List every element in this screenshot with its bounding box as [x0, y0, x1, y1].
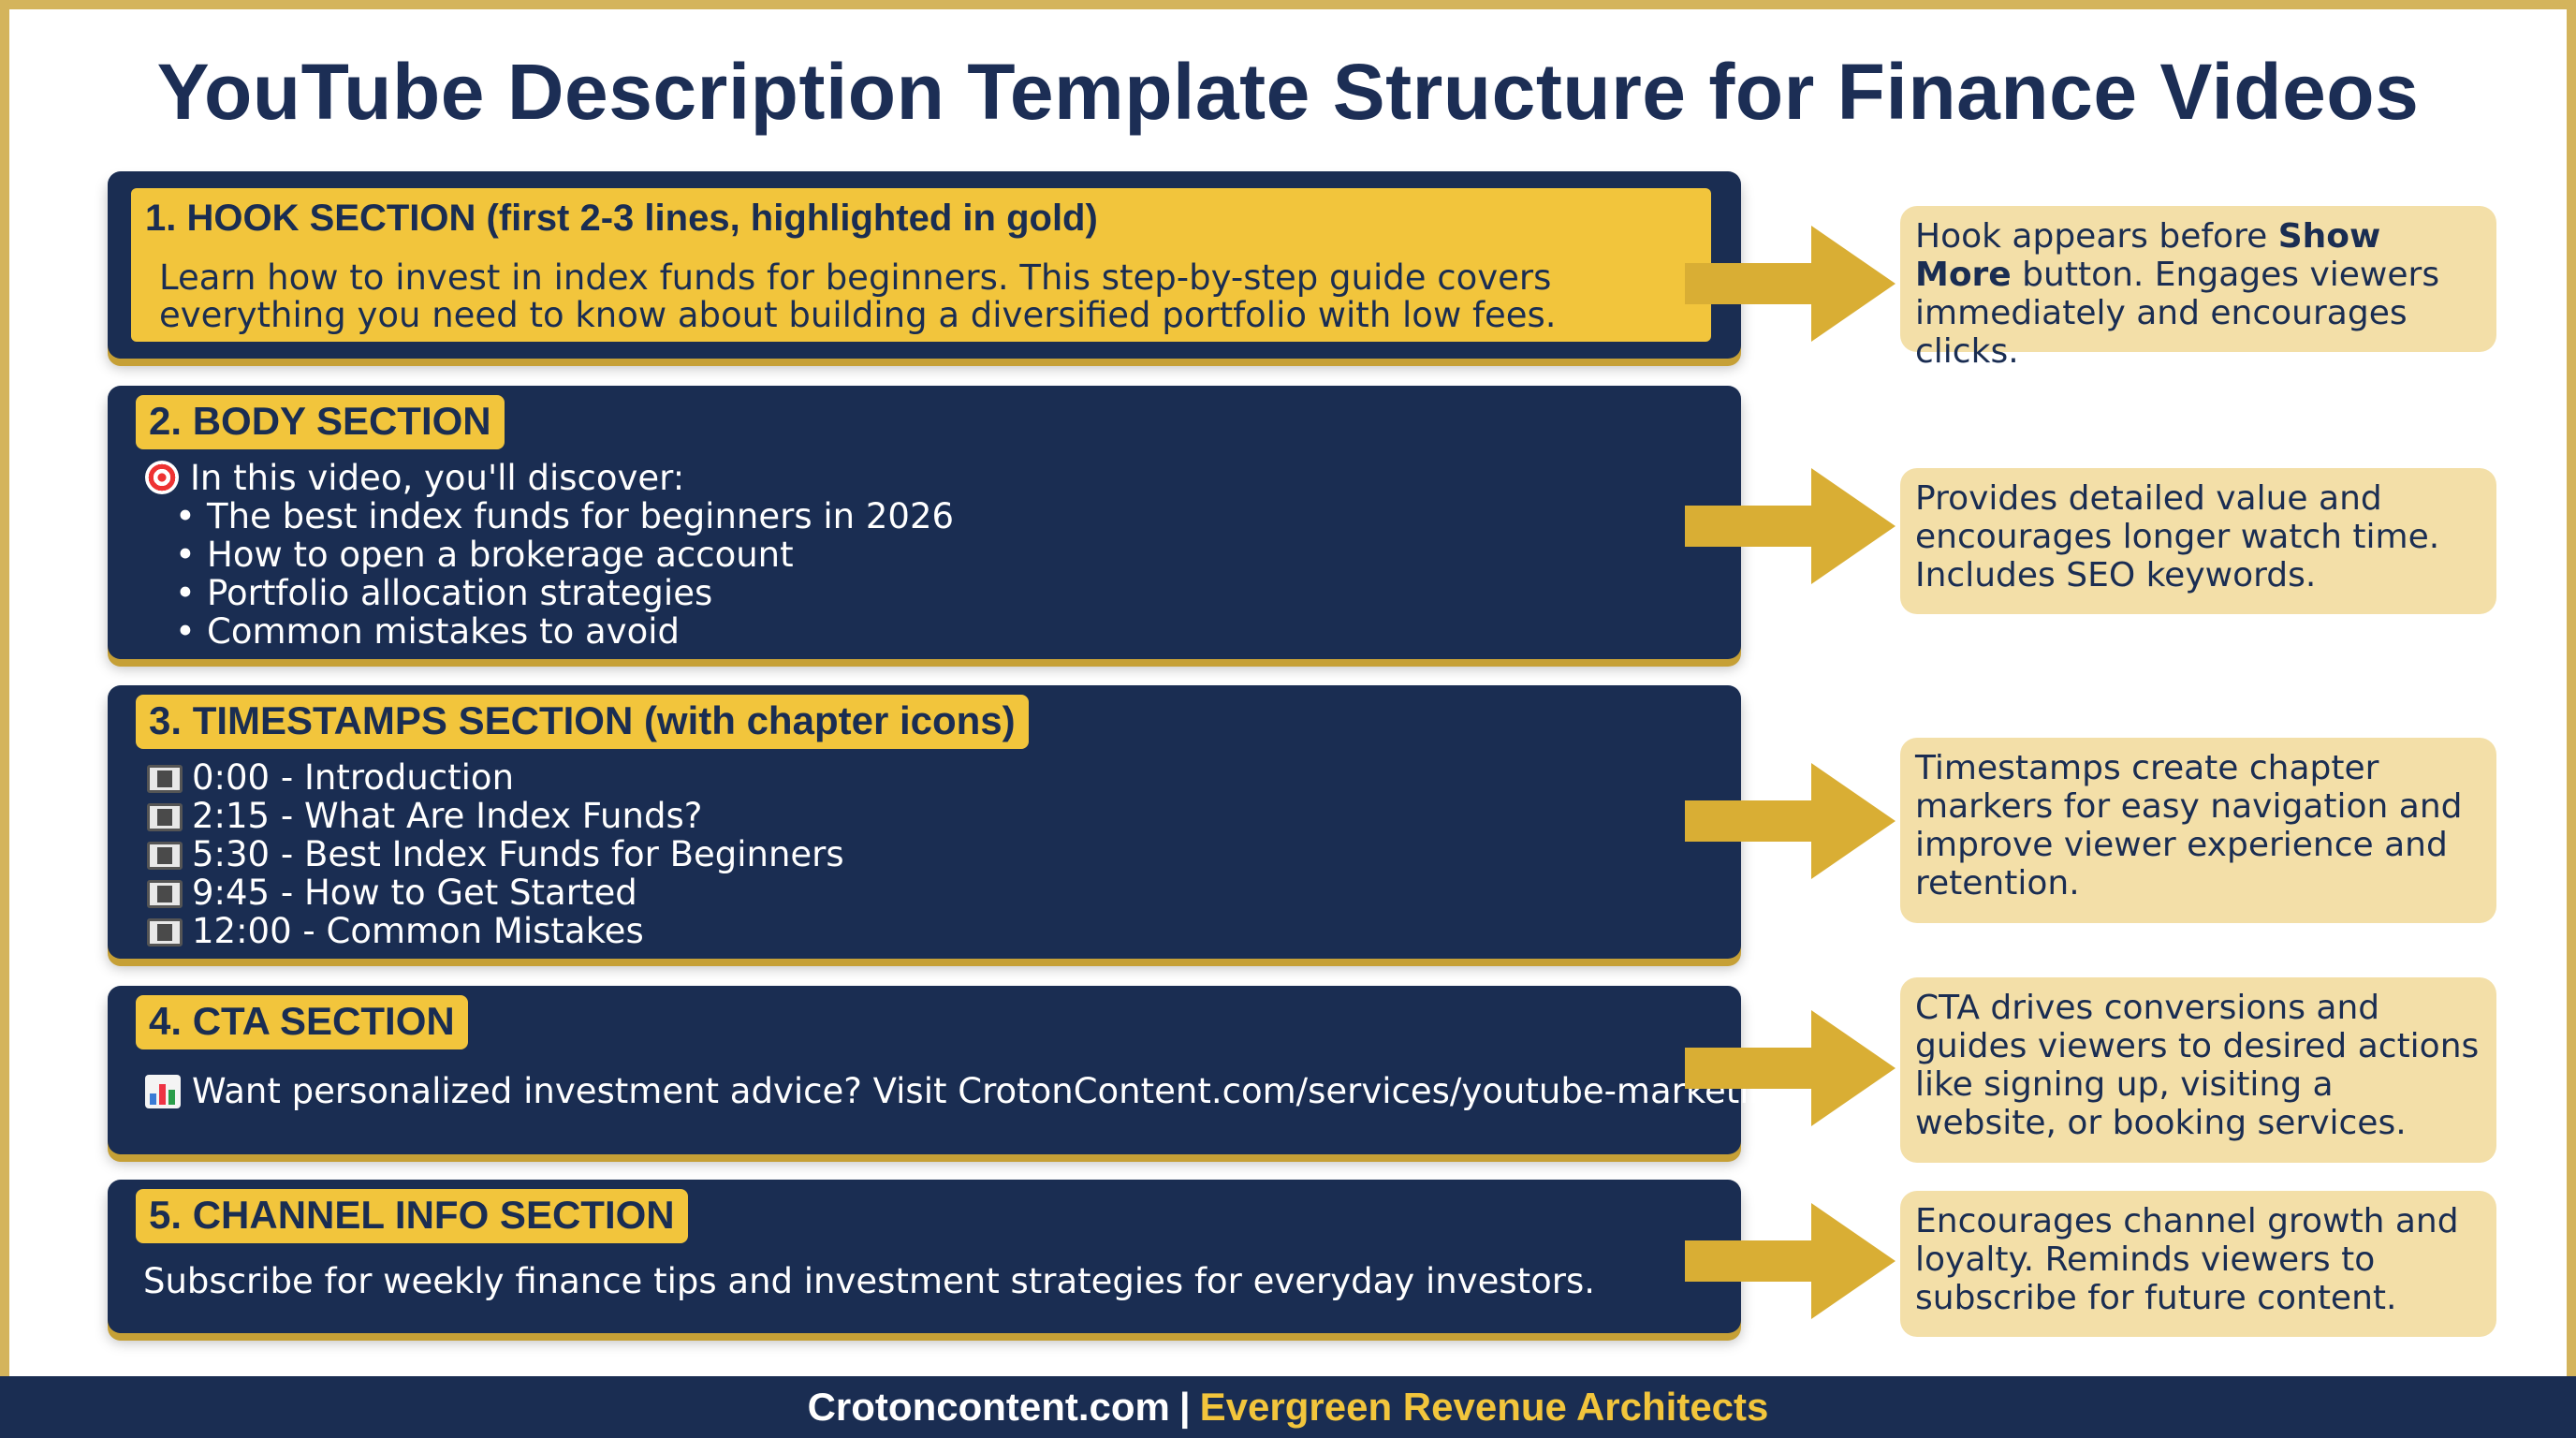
- target-icon: [145, 461, 179, 494]
- timestamp-item: 2:15 - What Are Index Funds?: [147, 797, 844, 835]
- timestamp-item: 12:00 - Common Mistakes: [147, 912, 844, 950]
- film-frame-icon: [147, 918, 183, 946]
- footer-separator: |: [1178, 1385, 1191, 1429]
- cta-note: CTA drives conversions and guides viewer…: [1900, 977, 2496, 1163]
- arrow-right-icon: [1685, 468, 1895, 584]
- body-note: Provides detailed value and encourages l…: [1900, 468, 2496, 614]
- list-item: Portfolio allocation strategies: [164, 574, 954, 612]
- timestamps-section-label: 3. TIMESTAMPS SECTION (with chapter icon…: [136, 695, 1029, 749]
- arrow-right-icon: [1685, 1203, 1895, 1319]
- arrow-right-icon: [1685, 763, 1895, 879]
- body-section: 2. BODY SECTION In this video, you'll di…: [108, 386, 1741, 659]
- body-intro-line: In this video, you'll discover:: [145, 459, 684, 497]
- channel-info-note: Encourages channel growth and loyalty. R…: [1900, 1191, 2496, 1337]
- timestamp-item: 9:45 - How to Get Started: [147, 873, 844, 912]
- timestamp-text: 2:15 - What Are Index Funds?: [192, 796, 703, 836]
- show-more-label: Show More: [1915, 217, 2381, 294]
- list-item: How to open a brokerage account: [164, 536, 954, 574]
- footer-site: Crotoncontent.com: [807, 1385, 1170, 1429]
- timestamp-text: 0:00 - Introduction: [192, 757, 515, 798]
- cta-line: Want personalized investment advice? Vis…: [145, 1072, 1793, 1110]
- hook-section: 1. HOOK SECTION (first 2-3 lines, highli…: [108, 171, 1741, 359]
- film-frame-icon: [147, 880, 183, 908]
- channel-info-section: 5. CHANNEL INFO SECTION Subscribe for we…: [108, 1180, 1741, 1333]
- hook-note: Hook appears before Show More button. En…: [1900, 206, 2496, 371]
- cta-section: 4. CTA SECTION Want personalized investm…: [108, 986, 1793, 1154]
- timestamp-text: 12:00 - Common Mistakes: [192, 911, 644, 951]
- arrow-right-icon: [1685, 1010, 1895, 1126]
- timestamps-section: 3. TIMESTAMPS SECTION (with chapter icon…: [108, 685, 1741, 959]
- footer-tagline: Evergreen Revenue Architects: [1199, 1385, 1769, 1429]
- timestamp-text: 5:30 - Best Index Funds for Beginners: [192, 834, 844, 874]
- timestamp-item: 5:30 - Best Index Funds for Beginners: [147, 835, 844, 873]
- timestamps-note: Timestamps create chapter markers for ea…: [1900, 738, 2496, 923]
- page-title: YouTube Description Template Structure f…: [156, 48, 2420, 136]
- cta-text: Want personalized investment advice? Vis…: [192, 1071, 1793, 1111]
- film-frame-icon: [147, 765, 183, 793]
- list-item: Common mistakes to avoid: [164, 612, 954, 651]
- hook-highlight: 1. HOOK SECTION (first 2-3 lines, highli…: [131, 188, 1711, 342]
- arrow-right-icon: [1685, 226, 1895, 342]
- list-item: The best index funds for beginners in 20…: [164, 497, 954, 536]
- hook-note-text-end: button. Engages viewers immediately and …: [1915, 256, 2440, 371]
- body-intro-text: In this video, you'll discover:: [190, 458, 685, 498]
- film-frame-icon: [147, 842, 183, 870]
- hook-note-text: Hook appears before: [1915, 217, 2278, 256]
- bar-chart-icon: [145, 1075, 181, 1108]
- hook-section-text: Learn how to invest in index funds for b…: [159, 257, 1557, 335]
- film-frame-icon: [147, 803, 183, 831]
- body-section-label: 2. BODY SECTION: [136, 395, 505, 449]
- timestamps-list: 0:00 - Introduction 2:15 - What Are Inde…: [147, 758, 844, 950]
- footer: Crotoncontent.com|Evergreen Revenue Arch…: [0, 1376, 2576, 1438]
- channel-info-section-label: 5. CHANNEL INFO SECTION: [136, 1189, 688, 1243]
- timestamp-item: 0:00 - Introduction: [147, 758, 844, 797]
- cta-section-label: 4. CTA SECTION: [136, 995, 468, 1049]
- body-bullet-list: The best index funds for beginners in 20…: [164, 497, 954, 651]
- timestamp-text: 9:45 - How to Get Started: [192, 873, 637, 913]
- channel-info-text: Subscribe for weekly finance tips and in…: [143, 1261, 1596, 1301]
- hook-section-label: 1. HOOK SECTION (first 2-3 lines, highli…: [145, 198, 1098, 239]
